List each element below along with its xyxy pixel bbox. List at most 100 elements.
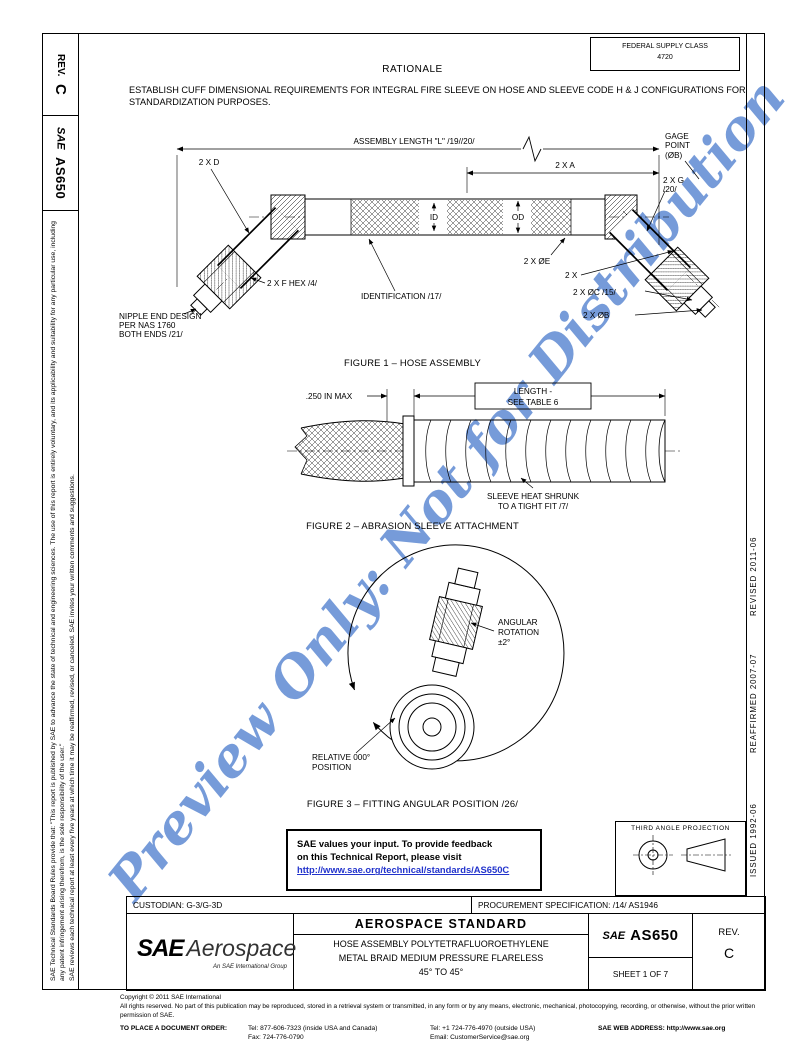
fig3-fitting-nut	[429, 567, 483, 677]
figure1-hose-assembly-drawing: ASSEMBLY LENGTH "L" /19//20/ 2 X A 2 X D…	[119, 132, 722, 339]
rights-text: All rights reserved. No part of this pub…	[120, 1002, 756, 1019]
procurement-spec-text: PROCUREMENT SPECIFICATION: /14/ AS1946	[471, 897, 765, 913]
rev-edge-box: REV. C	[43, 34, 78, 116]
fax-number: Fax: 724-776-0790	[248, 1034, 304, 1042]
rationale-heading: RATIONALE	[382, 64, 443, 75]
fig1-hex-label: 2 X F HEX /4/	[267, 279, 318, 288]
fig2-convolutions	[425, 419, 652, 483]
fig1-nipple-line3: BOTH ENDS /21/	[119, 330, 183, 339]
document-title: HOSE ASSEMBLY POLYTETRAFLUOROETHYLENE ME…	[294, 935, 588, 990]
feedback-link[interactable]: http://www.sae.org/technical/standards/A…	[297, 864, 510, 876]
main-content: FEDERAL SUPPLY CLASS 4720 RATIONALE ESTA…	[79, 34, 746, 896]
copyright-text: Copyright © 2011 SAE International	[120, 994, 221, 1001]
aerospace-logo-text: Aerospace	[186, 934, 297, 961]
fig1-gage-line3: (ØB)	[665, 151, 683, 160]
doc-sae-logo: SAE	[602, 929, 626, 942]
order-label: TO PLACE A DOCUMENT ORDER:	[120, 1024, 228, 1032]
rev-label: REV.	[55, 54, 66, 77]
fig1-2xb-label: 2 X ØB	[583, 311, 610, 320]
rev-value: C	[52, 83, 69, 95]
fig3-relative-line1: RELATIVE 000°	[312, 753, 370, 762]
issued-date: ISSUED 1992-06	[749, 803, 758, 877]
sae-logo-text: SAE	[137, 934, 184, 962]
fig2-length-line1: LENGTH -	[514, 387, 552, 396]
fig2-sleeve-line2: TO A TIGHT FIT /7/	[498, 502, 569, 511]
email-link[interactable]: Email: CustomerService@sae.org	[430, 1034, 530, 1042]
fig1-2xc-label: 2 X ØC /15/	[573, 288, 617, 297]
disclaimer-rules-text: SAE Technical Standards Board Rules prov…	[50, 221, 66, 981]
web-address: SAE WEB ADDRESS: http://www.sae.org	[598, 1024, 768, 1042]
page-footer: Copyright © 2011 SAE International All r…	[120, 994, 768, 1042]
fig1-2xd-label: 2 X D	[199, 158, 220, 167]
rev-cell: REV. C	[693, 914, 765, 990]
fig2-labels: .250 IN MAX LENGTH - SEE TABLE 6 SLEEVE …	[306, 387, 580, 511]
page-frame: REV. C SAE AS650 SAE Technical Standards…	[42, 33, 766, 991]
feedback-line1: SAE values your input. To provide feedba…	[297, 838, 493, 849]
figure3-angular-position-drawing: ANGULAR ROTATION ±2° RELATIVE 000° POSIT…	[312, 544, 565, 772]
fig2-sleeve-line1: SLEEVE HEAT SHRUNK	[487, 492, 580, 501]
fig1-labels: ASSEMBLY LENGTH "L" /19//20/ 2 X A 2 X D…	[119, 132, 690, 339]
fig3-labels: ANGULAR ROTATION ±2° RELATIVE 000° POSIT…	[312, 618, 539, 772]
fig2-max-dim-label: .250 IN MAX	[306, 392, 353, 401]
third-angle-projection-box: THIRD ANGLE PROJECTION	[615, 821, 746, 896]
tel-inside: Tel: 877-606-7323 (inside USA and Canada…	[248, 1024, 378, 1032]
document-title-line2: METAL BRAID MEDIUM PRESSURE FLARELESS	[338, 952, 544, 963]
title-middle-cell: AEROSPACE STANDARD HOSE ASSEMBLY POLYTET…	[294, 914, 589, 990]
figure3-caption: FIGURE 3 – FITTING ANGULAR POSITION /26/	[306, 798, 519, 809]
tb-rev-value: C	[723, 945, 735, 961]
fig1-geometry	[176, 135, 722, 318]
web-label: SAE WEB ADDRESS:	[598, 1024, 665, 1032]
rationale-body: ESTABLISH CUFF DIMENSIONAL REQUIREMENTS …	[129, 85, 746, 107]
fig1-2xe-label: 2 X ØE	[524, 257, 551, 266]
web-url-link[interactable]: http://www.sae.org	[666, 1024, 726, 1032]
fig1-leaders	[183, 160, 703, 316]
order-contacts: Tel: +1 724-776-4970 (outside USA) Email…	[430, 1024, 598, 1042]
feedback-line2: on this Technical Report, please visit	[297, 851, 462, 863]
doc-number-cell: SAE AS650 SHEET 1 OF 7	[589, 914, 693, 990]
custodian-row: CUSTODIAN: G-3/G-3D PROCUREMENT SPECIFIC…	[126, 896, 766, 914]
fig3-rotation-line3: ±2°	[498, 638, 510, 647]
fig1-gage-line1: GAGE	[665, 132, 689, 141]
doc-number: AS650	[630, 927, 679, 944]
fig3-leaders	[355, 622, 495, 754]
fig2-length-line2: SEE TABLE 6	[508, 398, 559, 407]
logo-tagline: An SAE International Group	[212, 963, 287, 970]
custodian-text: CUSTODIAN: G-3/G-3D	[133, 900, 223, 910]
tel-outside: Tel: +1 724-776-4970 (outside USA)	[430, 1024, 536, 1032]
right-margin-strip	[746, 34, 766, 896]
figure1-caption: FIGURE 1 – HOSE ASSEMBLY	[344, 357, 481, 368]
fsc-value: 4720	[657, 54, 673, 62]
federal-supply-class-box: FEDERAL SUPPLY CLASS 4720	[590, 37, 740, 71]
fig3-geometry	[347, 544, 565, 770]
fig1-2xg-label: 2 X G	[663, 176, 684, 185]
fig3-relative-line2: POSITION	[312, 763, 351, 772]
fig1-left-nut	[190, 244, 262, 316]
fig1-2xg-note: /20/	[663, 185, 677, 194]
contact-row: TO PLACE A DOCUMENT ORDER: Tel: 877-606-…	[120, 1024, 768, 1042]
fsc-label: FEDERAL SUPPLY CLASS	[622, 43, 708, 50]
fig2-geometry	[287, 382, 681, 489]
tb-rev-label: REV.	[718, 927, 740, 938]
sae-logo-vertical: SAE	[54, 127, 67, 150]
sheet-number: SHEET 1 OF 7	[612, 969, 669, 979]
projection-symbol-icon	[632, 835, 731, 875]
fig1-right-nut	[644, 246, 716, 318]
fig1-2xa-label: 2 X A	[555, 161, 575, 170]
figure2-abrasion-sleeve-drawing: .250 IN MAX LENGTH - SEE TABLE 6 SLEEVE …	[287, 382, 681, 511]
fig1-od-label: OD	[512, 213, 524, 222]
revised-date: REVISED 2011-06	[749, 536, 758, 616]
disclaimer-review-text: SAE reviews each technical report at lea…	[69, 474, 76, 981]
fig3-rotation-line1: ANGULAR	[498, 618, 538, 627]
order-phones: Tel: 877-606-7323 (inside USA and Canada…	[248, 1024, 430, 1042]
feedback-box: SAE values your input. To provide feedba…	[286, 829, 542, 891]
fig1-identification-label: IDENTIFICATION /17/	[361, 292, 442, 301]
fig1-assembly-length-label: ASSEMBLY LENGTH "L" /19//20/	[353, 137, 475, 146]
document-title-line1: HOSE ASSEMBLY POLYTETRAFLUOROETHYLENE	[333, 939, 549, 949]
reaffirmed-date: REAFFIRMED 2007-07	[749, 653, 758, 753]
document-title-line3: 45° TO 45°	[418, 966, 464, 977]
fig1-nipple-line1: NIPPLE END DESIGN	[119, 312, 201, 321]
doc-number-edge-box: SAE AS650	[43, 116, 78, 211]
projection-label: THIRD ANGLE PROJECTION	[631, 825, 730, 832]
